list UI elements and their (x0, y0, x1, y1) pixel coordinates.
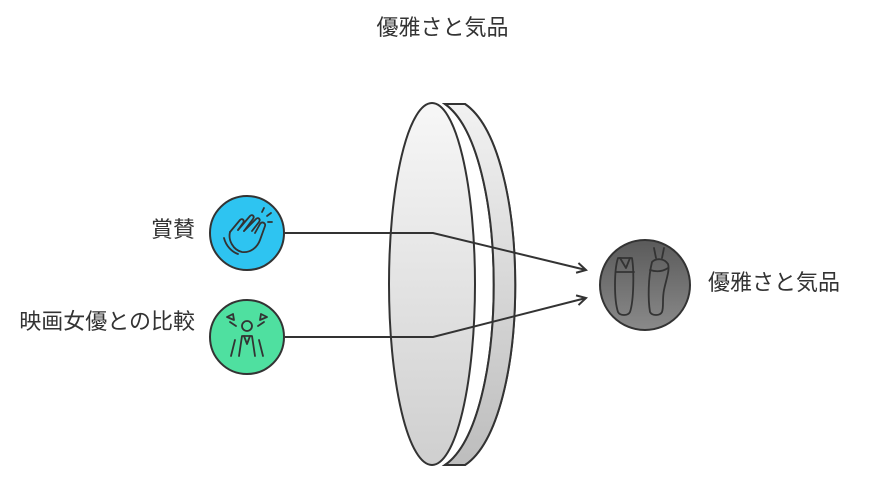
input-node-praise (209, 195, 285, 271)
output-node-circle (599, 239, 691, 331)
lens (388, 102, 517, 466)
output-label: 優雅さと気品 (708, 271, 841, 296)
connector-compare (285, 298, 586, 338)
ballet-shoes-icon (614, 247, 670, 316)
clapping-hands-icon (223, 207, 273, 255)
diagram-title: 優雅さと気品 (376, 16, 509, 41)
actress-spotlight-icon (226, 313, 268, 357)
input-label-praise: 賞賛 (150, 218, 195, 243)
lens-face (388, 102, 476, 466)
input-label-compare: 映画女優との比較 (19, 310, 195, 335)
compare-node-circle (209, 299, 285, 375)
input-node-compare (209, 299, 285, 375)
output-node (599, 239, 691, 331)
lens-side (441, 103, 517, 466)
connector-praise (285, 232, 586, 270)
praise-node-circle (209, 195, 285, 271)
